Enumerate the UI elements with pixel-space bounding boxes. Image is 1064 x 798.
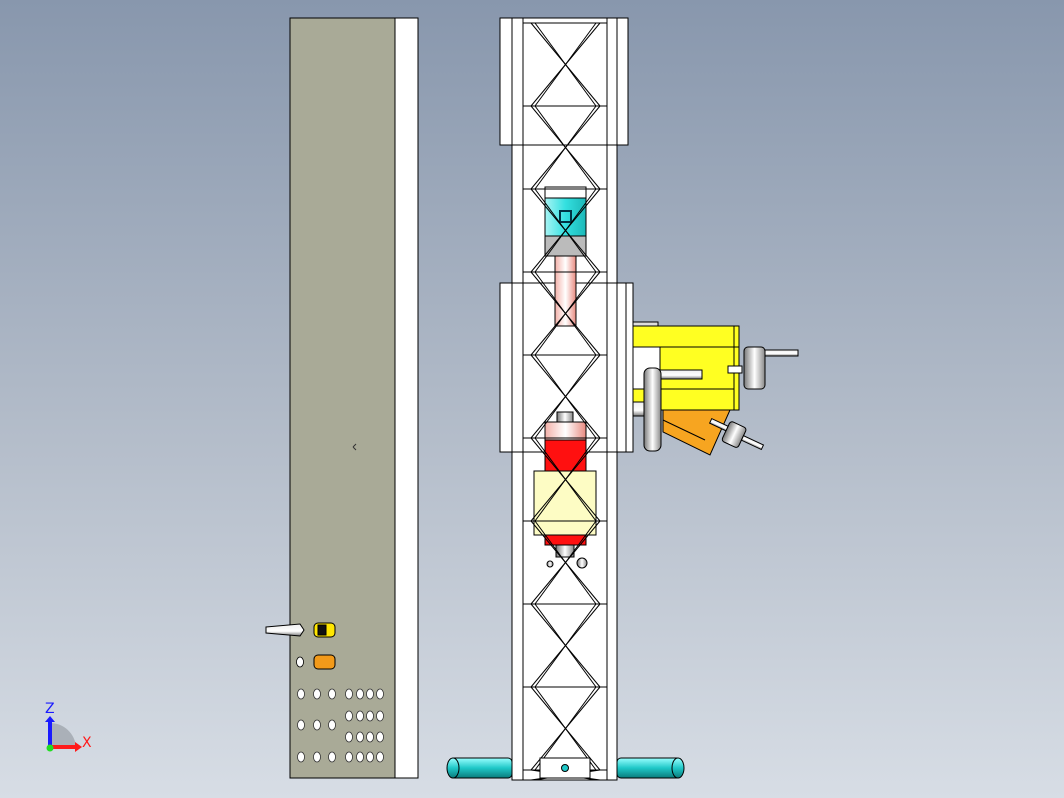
panel-hole: [356, 710, 364, 722]
panel-hole: [313, 719, 321, 731]
x-axis-label: X: [82, 735, 92, 751]
panel-bolt: [265, 622, 336, 670]
base-rollers: [446, 757, 685, 779]
brace-member: [534, 437, 597, 522]
brace-member: [534, 271, 597, 356]
handwheel-left: [643, 367, 662, 452]
panel-hole: [366, 751, 374, 763]
panel-hole: [376, 751, 384, 763]
triad-origin: [46, 744, 54, 752]
lift-tower: [499, 17, 634, 781]
panel-hole: [376, 731, 384, 743]
piston-rod: [554, 255, 577, 327]
orange-bracket: [662, 409, 731, 456]
panel-hole: [366, 688, 374, 700]
tool-head: [632, 321, 799, 456]
panel-hole: [328, 688, 336, 700]
mark: [352, 443, 357, 451]
brace-member: [534, 22, 597, 107]
handwheel-right: [743, 346, 766, 390]
top-carriage: [499, 17, 629, 146]
panel-hole: [328, 719, 336, 731]
x-bracing: [523, 22, 607, 781]
triad-plane: [50, 722, 76, 747]
brace-member: [534, 188, 597, 273]
red-block: [544, 439, 587, 473]
brace-member: [534, 105, 597, 190]
panel-hole: [297, 719, 305, 731]
z-axis-label: Z: [45, 701, 55, 717]
panel-hole: [328, 751, 336, 763]
panel-hole: [366, 710, 374, 722]
brace-member: [534, 520, 597, 605]
panel-hole: [345, 688, 353, 700]
panel-hole: [356, 731, 364, 743]
panel-hole: [345, 731, 353, 743]
panel-hole: [376, 710, 384, 722]
panel-edge: [394, 17, 419, 779]
panel-hole: [297, 751, 305, 763]
panel-hole: [366, 731, 374, 743]
panel-hole: [313, 751, 321, 763]
panel-hole: [313, 688, 321, 700]
panel-holes: [297, 688, 384, 763]
roller-right: [616, 757, 682, 779]
side-panel: [265, 17, 419, 779]
brace-member: [534, 686, 597, 771]
panel-plate: [289, 17, 396, 779]
panel-hole: [297, 688, 305, 700]
panel-hole: [356, 751, 364, 763]
brace-member: [534, 354, 597, 439]
axis-triad[interactable]: Z X: [45, 701, 92, 752]
brace-member: [534, 603, 597, 688]
panel-hole: [345, 751, 353, 763]
panel-hole: [376, 688, 384, 700]
panel-hole: [345, 710, 353, 722]
panel-hole: [356, 688, 364, 700]
